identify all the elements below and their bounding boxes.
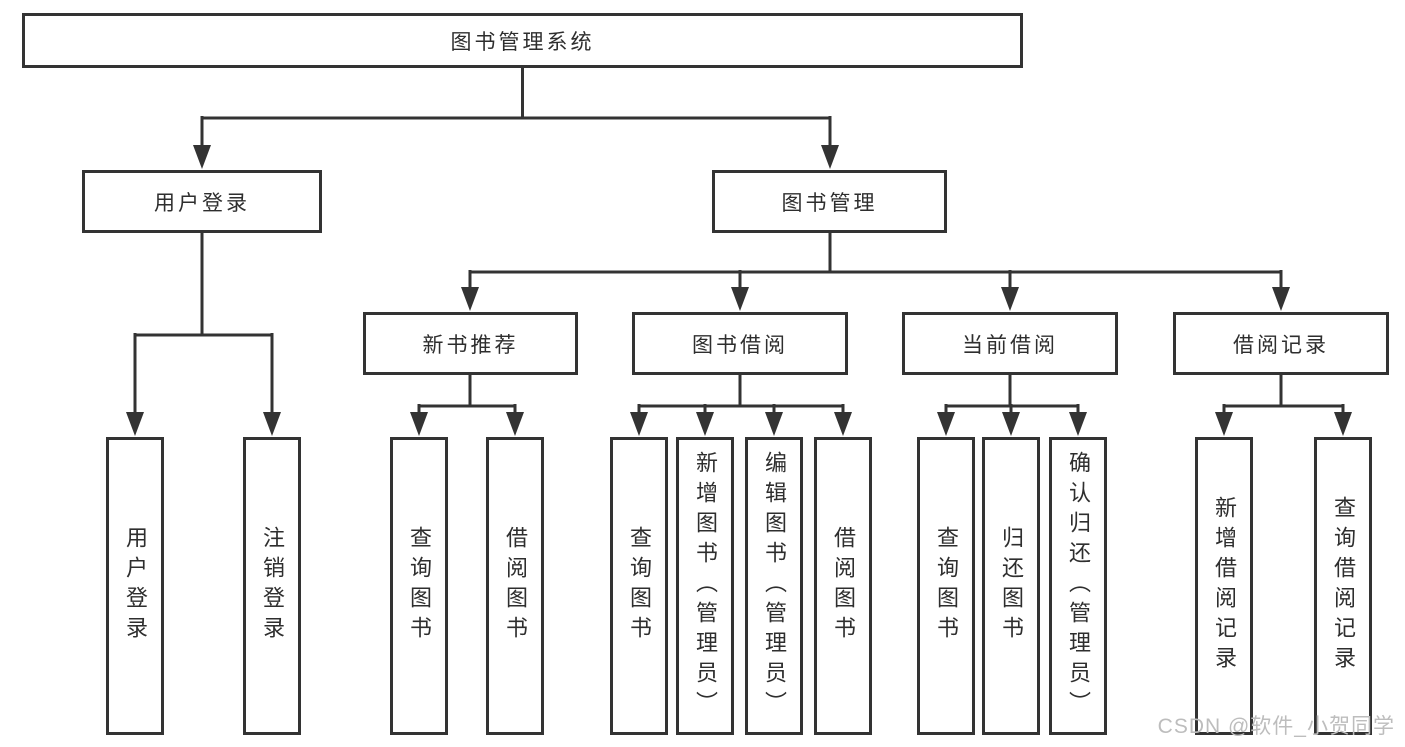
leaf-query-books-current-label: 查询图书 <box>934 526 959 646</box>
node-borrow-records-label: 借阅记录 <box>1233 333 1329 357</box>
node-new-book-recommend-label: 新书推荐 <box>422 333 519 357</box>
leaf-query-books-borrow-label: 查询图书 <box>627 526 652 646</box>
leaf-borrow-books-recommend: 借阅图书 <box>486 437 544 735</box>
leaf-query-books-current: 查询图书 <box>917 437 975 735</box>
leaf-add-book-admin-label: 新增图书（管理员） <box>693 451 718 721</box>
leaf-query-books-recommend-label: 查询图书 <box>407 526 432 646</box>
node-root-label: 图书管理系统 <box>450 30 595 54</box>
leaf-query-books-recommend: 查询图书 <box>390 437 448 735</box>
leaf-logout-label: 注销登录 <box>260 526 285 646</box>
leaf-query-borrow-record-label: 查询借阅记录 <box>1331 496 1356 676</box>
leaf-add-book-admin: 新增图书（管理员） <box>676 437 734 735</box>
leaf-return-book-label: 归还图书 <box>999 526 1024 646</box>
node-book-borrow: 图书借阅 <box>632 312 848 375</box>
leaf-edit-book-admin: 编辑图书（管理员） <box>745 437 803 735</box>
node-new-book-recommend: 新书推荐 <box>363 312 578 375</box>
node-user-login: 用户登录 <box>82 170 322 233</box>
leaf-query-borrow-record: 查询借阅记录 <box>1314 437 1372 735</box>
leaf-confirm-return-admin-label: 确认归还（管理员） <box>1066 451 1091 721</box>
node-book-management: 图书管理 <box>712 170 947 233</box>
node-book-borrow-label: 图书借阅 <box>692 333 788 357</box>
leaf-borrow-books-recommend-label: 借阅图书 <box>503 526 528 646</box>
leaf-borrow-books: 借阅图书 <box>814 437 872 735</box>
leaf-return-book: 归还图书 <box>982 437 1040 735</box>
leaf-user-login-label: 用户登录 <box>123 526 148 646</box>
leaf-confirm-return-admin: 确认归还（管理员） <box>1049 437 1107 735</box>
watermark: CSDN @软件_小贺同学 <box>1157 715 1395 738</box>
leaf-logout: 注销登录 <box>243 437 301 735</box>
node-borrow-records: 借阅记录 <box>1173 312 1389 375</box>
leaf-query-books-borrow: 查询图书 <box>610 437 668 735</box>
leaf-edit-book-admin-label: 编辑图书（管理员） <box>762 451 787 721</box>
leaf-user-login: 用户登录 <box>106 437 164 735</box>
node-user-login-label: 用户登录 <box>154 191 250 215</box>
node-root: 图书管理系统 <box>22 13 1023 68</box>
node-current-borrow: 当前借阅 <box>902 312 1118 375</box>
leaf-borrow-books-label: 借阅图书 <box>831 526 856 646</box>
leaf-add-borrow-record: 新增借阅记录 <box>1195 437 1253 735</box>
node-current-borrow-label: 当前借阅 <box>962 333 1058 357</box>
node-book-management-label: 图书管理 <box>781 191 878 215</box>
leaf-add-borrow-record-label: 新增借阅记录 <box>1212 496 1237 676</box>
